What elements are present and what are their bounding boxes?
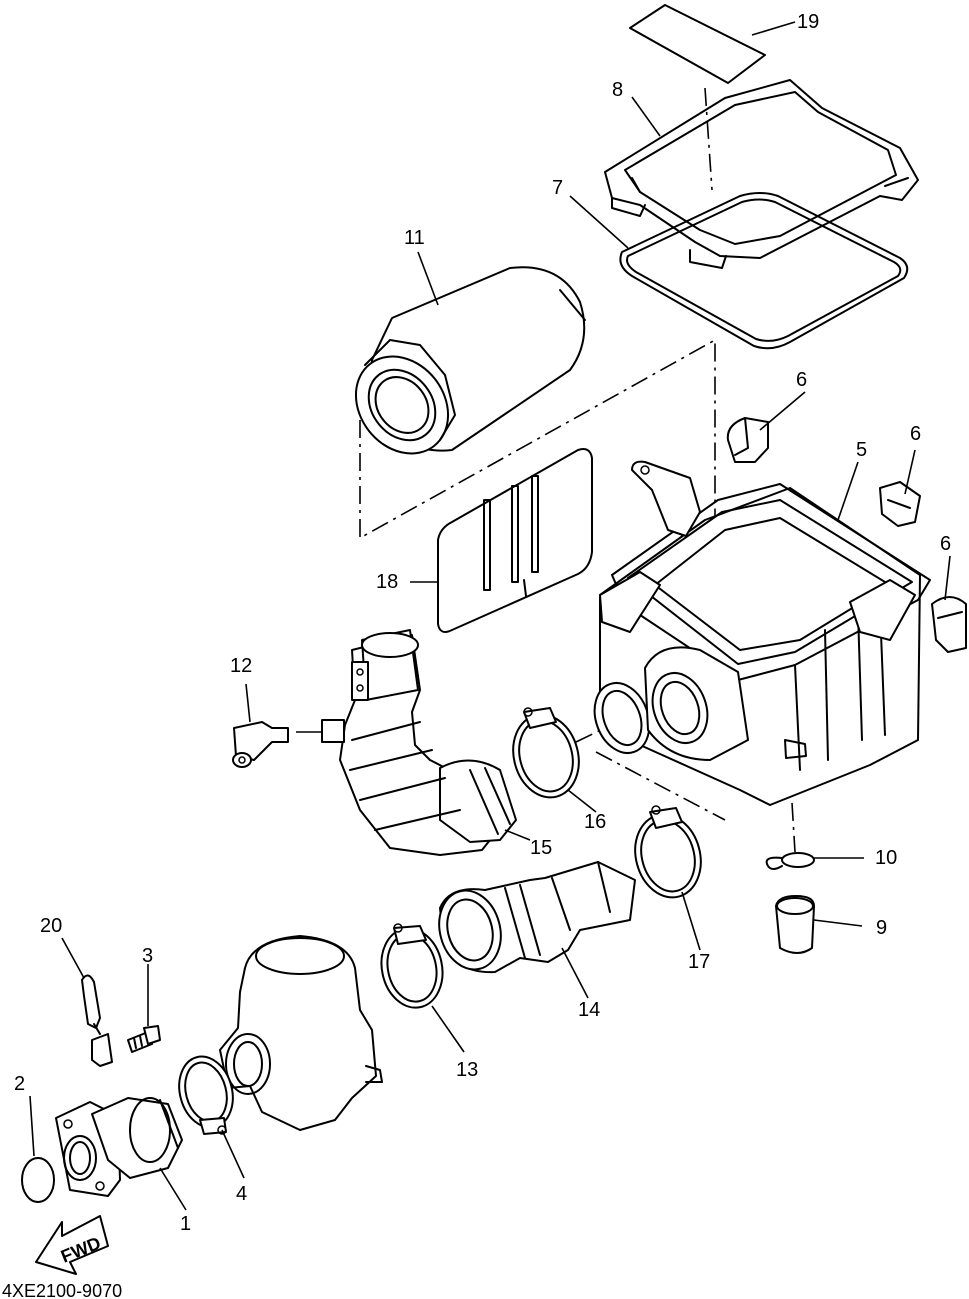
callout-3: 3 xyxy=(142,945,153,967)
part-9-drain-cap xyxy=(775,895,815,954)
part-16-hose-clamp xyxy=(512,707,580,799)
callout-13: 13 xyxy=(456,1059,478,1081)
diagram-code: 4XE2100-9070 xyxy=(2,1281,122,1299)
part-6-clip-b xyxy=(879,481,921,527)
part-14-joint-hose xyxy=(438,861,636,974)
callout-14: 14 xyxy=(578,999,600,1021)
leader-lines xyxy=(29,21,951,1211)
callout-5: 5 xyxy=(856,439,867,461)
callout-7: 7 xyxy=(552,177,563,199)
part-6-clip-c xyxy=(931,596,967,653)
callout-10: 10 xyxy=(875,847,897,869)
part-4-hose-clamp xyxy=(178,1055,234,1135)
callout-4: 4 xyxy=(236,1183,247,1205)
part-15-intake-boot xyxy=(321,629,517,856)
part-6-clip-a xyxy=(726,417,769,463)
callout-6-a: 6 xyxy=(796,369,807,391)
callout-18: 18 xyxy=(376,571,398,593)
part-2-o-ring xyxy=(21,1157,55,1203)
callout-12: 12 xyxy=(230,655,252,677)
part-3-screw xyxy=(127,1025,161,1053)
callout-2: 2 xyxy=(14,1073,25,1095)
part-20-holder xyxy=(81,974,113,1067)
callout-15: 15 xyxy=(530,837,552,859)
part-10-drain-check xyxy=(765,852,815,870)
part-12-elbow-fitting xyxy=(232,721,289,768)
part-17-hose-clamp xyxy=(634,805,702,899)
callout-6-b: 6 xyxy=(910,423,921,445)
part-11-air-filter xyxy=(354,266,586,455)
callout-20: 20 xyxy=(40,915,62,937)
callout-11: 11 xyxy=(404,227,425,249)
part-5-air-box xyxy=(593,460,931,806)
part-19-label-sheet xyxy=(629,4,766,84)
part-13-hose-clamp xyxy=(380,923,444,1009)
callout-9: 9 xyxy=(876,917,887,939)
callout-19: 19 xyxy=(797,11,819,33)
callout-1: 1 xyxy=(180,1213,191,1235)
part-8-air-box-cap xyxy=(604,79,919,269)
callout-6-c: 6 xyxy=(940,533,951,555)
part-18-plate xyxy=(437,448,593,633)
part-7-gasket xyxy=(619,192,909,350)
callout-17: 17 xyxy=(688,951,710,973)
carburetor-outline xyxy=(219,935,383,1131)
callout-16: 16 xyxy=(584,811,606,833)
callout-8: 8 xyxy=(612,79,623,101)
part-1-carburetor-joint xyxy=(55,1097,183,1197)
fwd-arrow: FWD xyxy=(35,1215,109,1275)
callout-labels: 19 8 7 11 6 6 6 5 18 12 15 16 17 10 9 14… xyxy=(14,11,951,1235)
